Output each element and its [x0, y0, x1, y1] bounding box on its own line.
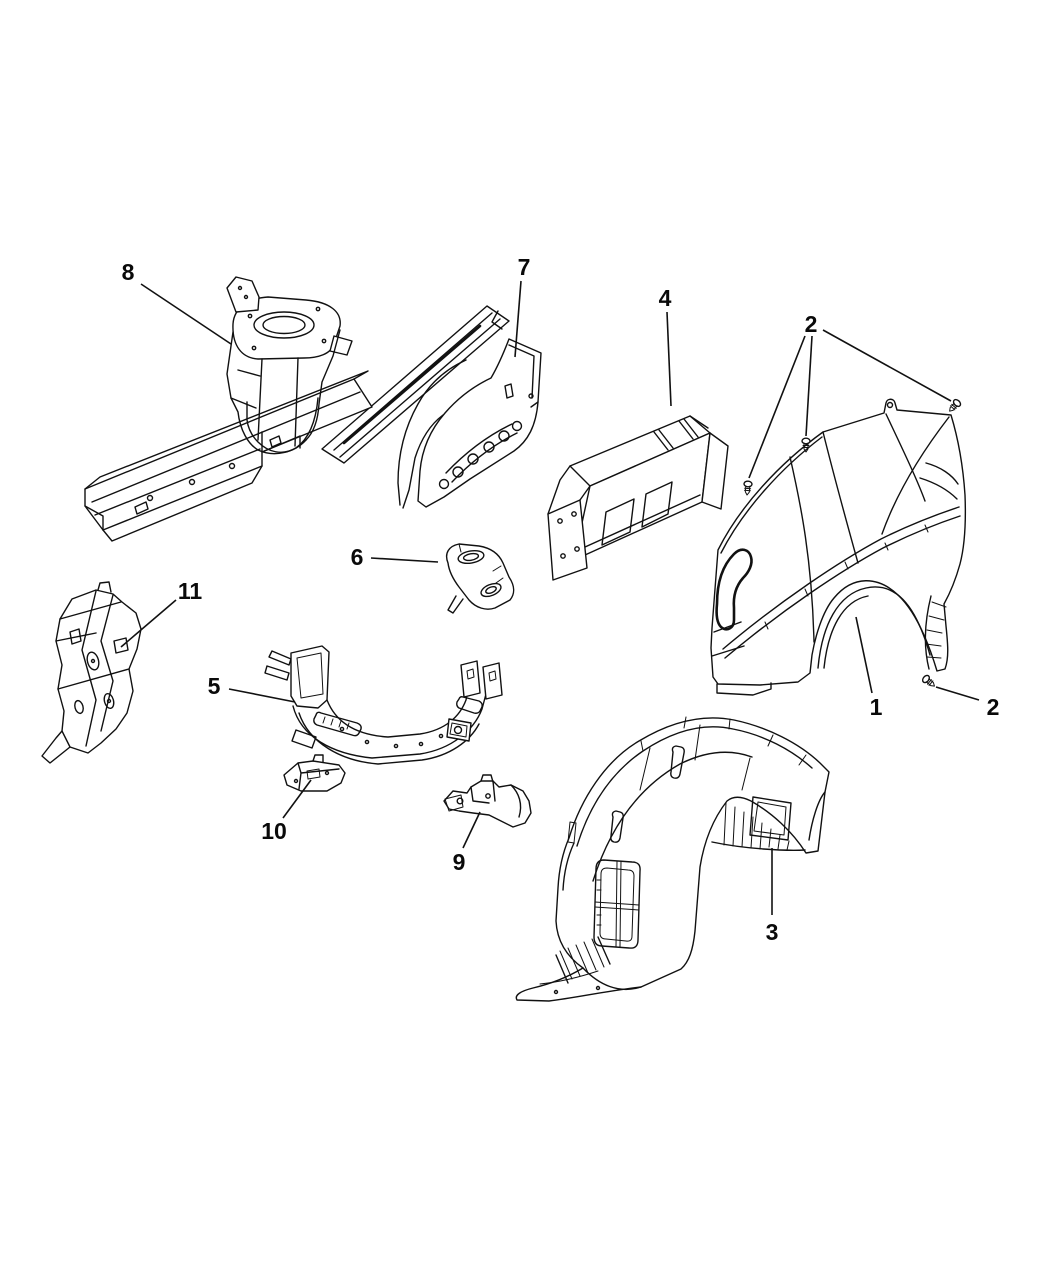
part-drawing-2-fastener-screw-d	[921, 674, 935, 687]
part-drawing-5-wheelhouse-support	[264, 645, 503, 765]
callout-label-5[interactable]: 5	[208, 673, 221, 699]
part-drawing-2-fastener-screw-a	[743, 480, 753, 496]
part-drawing-8-frame-rail-assembly	[84, 276, 510, 542]
part-drawing-7-cowl-side-bracket	[397, 338, 542, 509]
part-drawing-3-wheelhouse-liner	[515, 716, 830, 1002]
part-drawing-10-lower-bracket	[283, 754, 346, 792]
part-drawing-2-fastener-screw-b	[801, 437, 811, 453]
part-drawing-6-support-bracket	[445, 543, 515, 614]
callout-label-8[interactable]: 8	[122, 259, 135, 285]
callout-label-6[interactable]: 6	[351, 544, 364, 570]
callout-label-2-right[interactable]: 2	[987, 694, 1000, 720]
callout-label-1[interactable]: 1	[870, 694, 883, 720]
callout-label-11[interactable]: 11	[178, 578, 203, 604]
part-drawing-1-front-fender	[710, 398, 967, 696]
callout-label-7[interactable]: 7	[518, 254, 531, 280]
callout-label-3[interactable]: 3	[766, 919, 779, 945]
callout-label-10[interactable]: 10	[261, 818, 287, 844]
callout-label-9[interactable]: 9	[453, 849, 466, 875]
part-drawing-9-fender-support-bracket	[443, 774, 532, 828]
callout-label-2-top[interactable]: 2	[805, 311, 818, 337]
leader-lines	[120, 280, 980, 915]
callout-labels: 8 7 4 2 1 2 11 5 6 10 9 3	[122, 254, 1000, 945]
callout-label-4[interactable]: 4	[659, 285, 672, 311]
part-drawing-4-upper-load-beam	[547, 415, 729, 581]
part-drawing-11-mounting-bracket	[41, 581, 142, 764]
part-drawing-2-fastener-screw-c	[949, 398, 962, 412]
